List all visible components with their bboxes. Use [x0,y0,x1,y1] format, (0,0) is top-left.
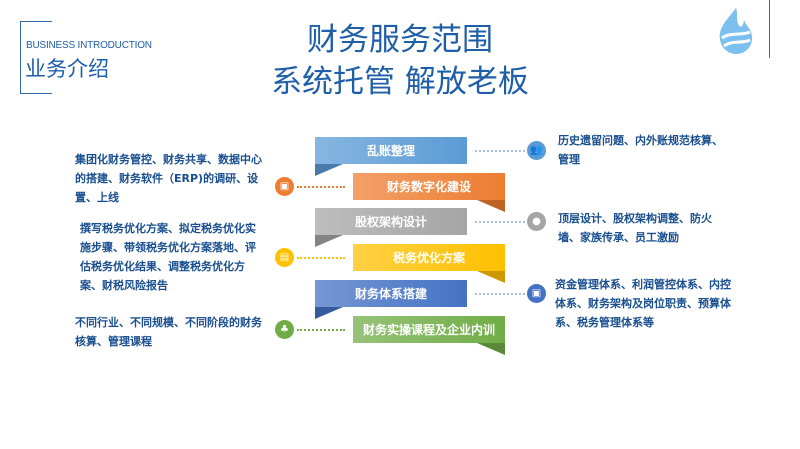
banner-4: 税务优化方案 [353,244,505,271]
flame-logo-icon [719,8,753,54]
header-divider [769,0,770,58]
dotted-connector [475,293,525,295]
category-icon: ▣ [275,177,294,196]
banner-fold [315,307,343,319]
intro-chinese: 业务介绍 [25,57,109,81]
banner-5: 财务体系搭建 [315,280,467,307]
banner-fold [477,200,505,212]
dotted-connector [297,257,345,259]
intro-english: BUSINESS INTRODUCTION [26,40,152,51]
banner-fold [477,271,505,283]
right-text-1: 历史遗留问题、内外账规范核算、管理 [558,134,723,166]
dotted-connector [297,186,345,188]
left-text-3: 不同行业、不同规模、不同阶段的财务核算、管理课程 [75,316,262,348]
banner-3: 股权架构设计 [315,208,467,235]
banner-fold [477,343,505,355]
dotted-connector [475,150,525,152]
intro-frame [20,21,52,94]
banner-6: 财务实操课程及企业内训 [353,316,505,343]
right-text-2: 顶层设计、股权架构调整、防火墙、家族传承、员工激励 [558,212,712,244]
banner-2: 财务数字化建设 [353,173,505,200]
right-text-3: 资金管理体系、利润管控体系、内控体系、财务架构及岗位职责、预算体系、税务管理体系… [555,278,731,329]
left-text-2: 撰写税务优化方案、拟定税务优化实施步骤、带领税务优化方案落地、评估税务优化结果、… [80,222,256,292]
dotted-connector [297,329,345,331]
category-icon: ▣ [527,284,546,303]
banner-fold [315,235,343,247]
left-text-1: 集团化财务管控、财务共享、数据中心的搭建、财务软件（ERP)的调研、设置、上线 [75,153,262,204]
page-subtitle: 系统托管 解放老板 [271,64,529,100]
category-icon: ▤ [275,248,294,267]
banner-1: 乱账整理 [315,137,467,164]
category-icon: 👥 [527,141,546,160]
page-title: 财务服务范围 [307,22,493,58]
category-icon: ● [527,212,546,231]
category-icon: ♣ [275,320,294,339]
dotted-connector [475,221,525,223]
banner-fold [315,164,343,176]
